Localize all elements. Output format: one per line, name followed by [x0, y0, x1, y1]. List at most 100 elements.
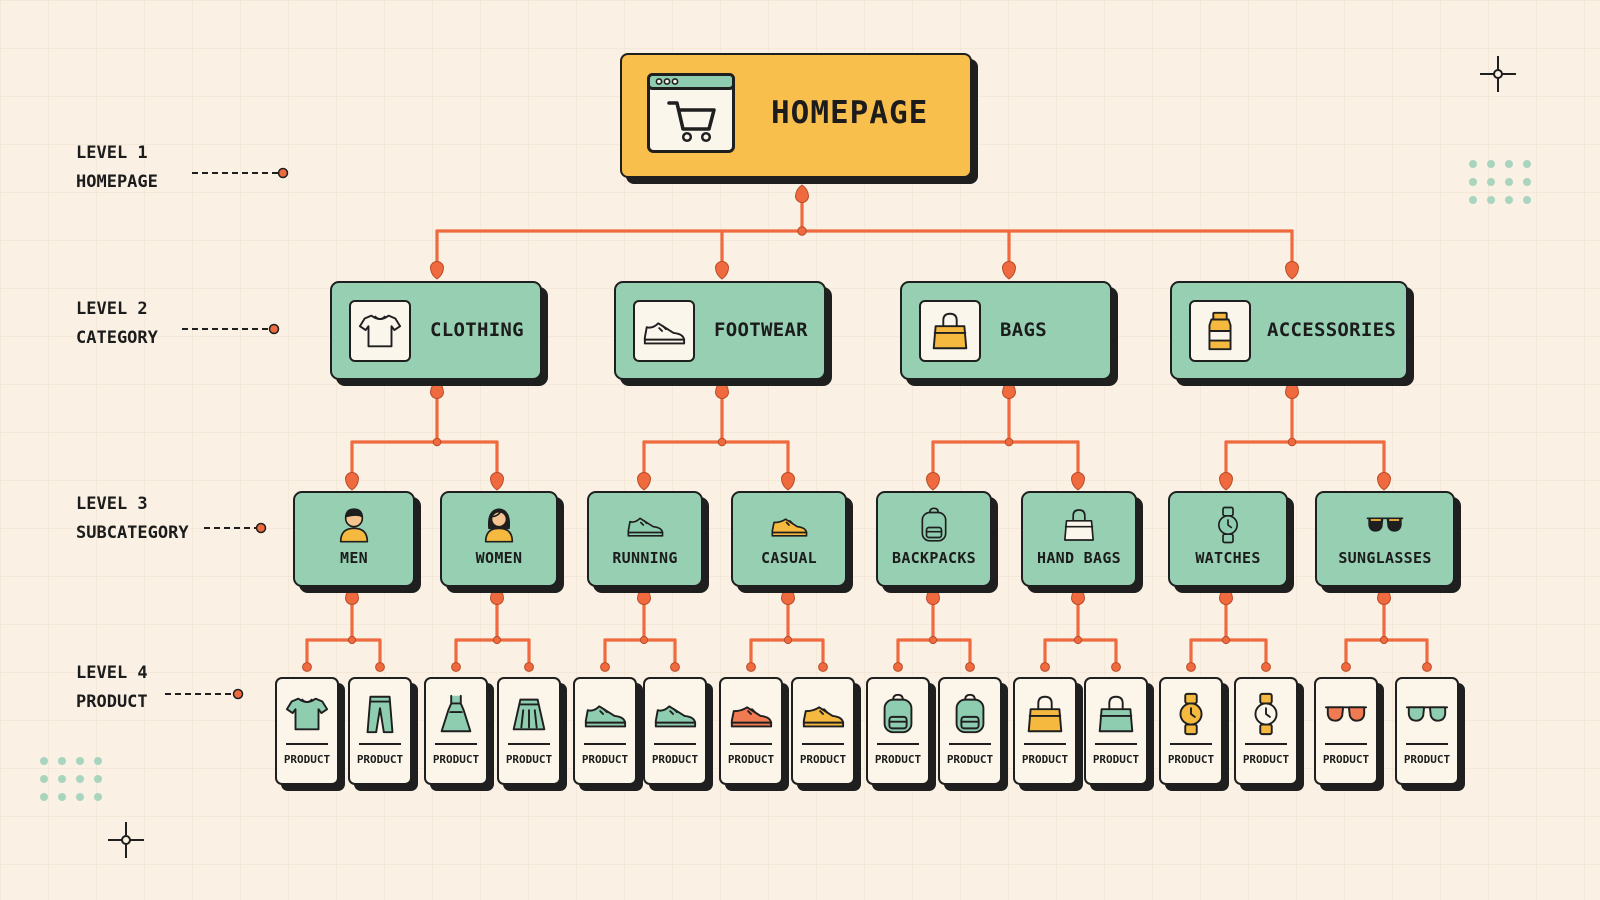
connector-knob [925, 586, 941, 605]
connector-knob [1218, 472, 1234, 491]
running-shoe-icon [575, 691, 635, 735]
tile-divider [1406, 743, 1448, 745]
product-tile: PRODUCT [1314, 677, 1378, 785]
subcategory-node-running: RUNNING [587, 491, 703, 587]
subcategory-label: SUNGLASSES [1338, 549, 1432, 567]
category-node-bags: BAGS [900, 281, 1112, 380]
connector-dot [600, 662, 610, 672]
tile-divider [654, 743, 696, 745]
connector-dot [347, 635, 357, 645]
category-label: FOOTWEAR [714, 319, 808, 341]
subcategory-label: WOMEN [475, 549, 523, 567]
connector-dot [302, 662, 312, 672]
skirt-icon [499, 691, 559, 735]
subcategory-node-women: WOMEN [440, 491, 558, 587]
connector-knob [1218, 586, 1234, 605]
t-shirt-icon [349, 300, 411, 362]
subcategory-label: CASUAL [761, 549, 817, 567]
product-label: PRODUCT [356, 753, 404, 766]
connector-knob [925, 472, 941, 491]
connector-dot [1111, 662, 1121, 672]
connector-knob [489, 586, 505, 605]
watch-icon [1170, 505, 1286, 545]
product-label: PRODUCT [1322, 753, 1370, 766]
handbag-icon [919, 300, 981, 362]
product-tile: PRODUCT [424, 677, 488, 785]
sneaker-icon [633, 300, 695, 362]
connector-knob [1376, 472, 1392, 491]
product-tile: PRODUCT [719, 677, 783, 785]
connector-dot [797, 226, 807, 236]
tile-divider [1024, 743, 1066, 745]
level-number: LEVEL 4 [76, 663, 148, 683]
product-label: PRODUCT [432, 753, 480, 766]
connector-dot [893, 662, 903, 672]
product-tile: PRODUCT [1013, 677, 1077, 785]
level-number: LEVEL 1 [76, 143, 148, 163]
product-tile: PRODUCT [643, 677, 707, 785]
sunglasses-icon [1317, 505, 1453, 545]
connector-knob [1284, 261, 1300, 280]
product-tile: PRODUCT [1395, 677, 1459, 785]
backpack-icon [878, 505, 990, 545]
connector-knob [1070, 586, 1086, 605]
subcategory-node-backpacks: BACKPACKS [876, 491, 992, 587]
connector-dot [1261, 662, 1271, 672]
subcategory-node-casual: CASUAL [731, 491, 847, 587]
product-tile: PRODUCT [791, 677, 855, 785]
casual-shoe-icon [793, 691, 853, 735]
product-tile: PRODUCT [348, 677, 412, 785]
connector-knob [714, 380, 730, 399]
product-label: PRODUCT [1242, 753, 1290, 766]
level-leader-dot [232, 688, 244, 700]
tile-divider [508, 743, 550, 745]
level-leader-dot [277, 167, 289, 179]
tile-divider [359, 743, 401, 745]
product-tile: PRODUCT [573, 677, 637, 785]
product-label: PRODUCT [651, 753, 699, 766]
tile-divider [584, 743, 626, 745]
connector-dot [1073, 635, 1083, 645]
woman-icon [442, 505, 556, 545]
level-label-4: LEVEL 4 PRODUCT [76, 659, 148, 717]
subcategory-node-sunglasses: SUNGLASSES [1315, 491, 1455, 587]
connector-dot [1287, 437, 1297, 447]
casual-shoe-icon [721, 691, 781, 735]
connector-knob [429, 261, 445, 280]
backpack-icon [868, 691, 928, 735]
level-name: CATEGORY [76, 328, 158, 348]
connector-dot [375, 662, 385, 672]
connector-dot [670, 662, 680, 672]
connector-knob [794, 184, 810, 203]
product-tile: PRODUCT [1159, 677, 1223, 785]
connector-dot [524, 662, 534, 672]
category-node-clothing: CLOTHING [330, 281, 542, 380]
product-label: PRODUCT [581, 753, 629, 766]
connector-dot [1422, 662, 1432, 672]
connector-knob [1376, 586, 1392, 605]
tile-divider [435, 743, 477, 745]
category-label: CLOTHING [430, 319, 524, 341]
connector-knob [1070, 472, 1086, 491]
homepage-label: HOMEPAGE [771, 95, 929, 131]
connector-knob [1001, 380, 1017, 399]
product-tile: PRODUCT [497, 677, 561, 785]
level-name: PRODUCT [76, 692, 148, 712]
tile-divider [286, 743, 328, 745]
product-label: PRODUCT [799, 753, 847, 766]
connector-dot [1341, 662, 1351, 672]
running-shoe-icon [645, 691, 705, 735]
subcategory-label: MEN [340, 549, 368, 567]
connector-knob [636, 586, 652, 605]
connector-knob [1001, 261, 1017, 280]
product-tile: PRODUCT [1084, 677, 1148, 785]
pants-icon [350, 691, 410, 735]
category-node-accessories: ACCESSORIES [1170, 281, 1408, 380]
product-label: PRODUCT [946, 753, 994, 766]
category-label: BAGS [1000, 319, 1047, 341]
category-label: ACCESSORIES [1267, 319, 1397, 341]
